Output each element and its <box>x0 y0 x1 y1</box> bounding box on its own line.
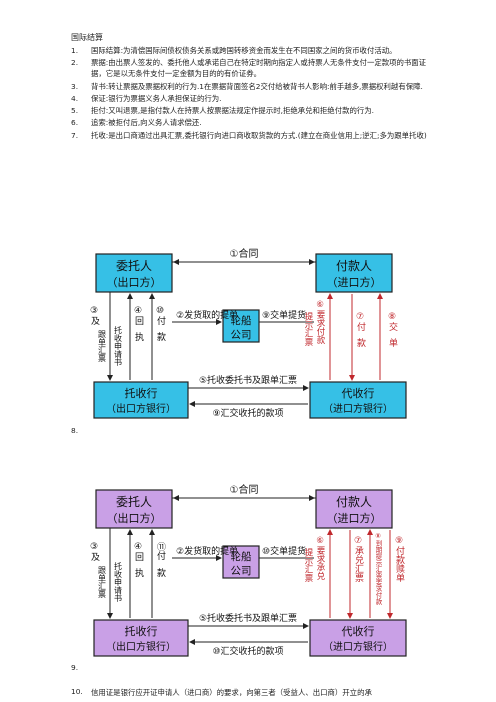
list-text: 拒付:又叫退票,是指付款人在持票人按票据法规定作提示时,拒绝承兑和拒绝付款的行为… <box>91 106 374 116</box>
remitting-bank-box <box>93 381 189 419</box>
list-item: 1. 国际结算:为清偿国际间债权债务关系或跨国转移资金而发生在不同国家之间的货币收… <box>71 45 431 56</box>
step3-label-2: 跟单汇票 <box>98 566 107 598</box>
ship-label: 轮船 <box>231 550 252 563</box>
bl-label: ②发货取的提单 <box>176 545 238 557</box>
step3-label: ③及 <box>90 542 100 562</box>
collecting-bank-label: 代收行 <box>342 624 375 638</box>
list-item-10: 10. 信用证是银行应开证申请人（进口商）的要求，向第三者（受益人、出口商）开立… <box>71 687 431 698</box>
definition-list: 1. 国际结算:为清偿国际间债权债务关系或跨国转移资金而发生在不同国家之间的货币收… <box>71 45 431 142</box>
list-item: 2. 票据:由出票人签发的、委托他人或承诺自己在特定时期向指定人或持票人无条件支付… <box>71 57 431 79</box>
list-number: 6. <box>71 118 79 128</box>
step9-label: ⑨汇交收托的款项 <box>212 407 283 419</box>
ship-sublabel: 公司 <box>231 565 252 577</box>
contract-label: ①合同 <box>230 483 259 496</box>
step3-label-3: 托收申请书 <box>114 325 123 367</box>
step10-label: ⑩付 <box>155 306 166 326</box>
step4-label: ④回 <box>133 542 144 562</box>
collecting-bank-box <box>309 619 407 657</box>
remitting-bank-sublabel: （出口方银行） <box>106 640 176 653</box>
step7-label-2: 款 <box>355 337 366 348</box>
payer-box <box>315 489 393 529</box>
principal-label: 委托人 <box>116 259 152 273</box>
payer-sublabel: （进口方） <box>327 511 382 525</box>
step10-label: ⑩汇交收托的款项 <box>212 645 283 657</box>
payer-sublabel: （进口方） <box>327 275 382 289</box>
list-item: 7. 托收:是出口商通过出具汇票,委托银行向进口商收取货款的方式.(建立在商业信用… <box>71 130 431 141</box>
step8-label-2: 单 <box>387 337 398 348</box>
ship-label: 轮船 <box>231 314 252 327</box>
step7-label: ⑦付 <box>355 312 366 332</box>
bl-label: ②发货取的提单 <box>176 309 238 321</box>
collecting-bank-label: 代收行 <box>342 386 375 400</box>
principal-box <box>95 253 173 293</box>
ship-sublabel: 公司 <box>231 329 252 341</box>
deliver-label: ⑨交单提货 <box>262 309 306 321</box>
remitting-bank-label: 托收行 <box>125 624 158 638</box>
collecting-bank-sublabel: （进口方银行） <box>323 640 393 653</box>
step8-label: ⑧交 <box>387 312 398 332</box>
remitting-bank-sublabel: （出口方银行） <box>106 402 176 415</box>
page-title: 国际结算 <box>71 33 103 42</box>
deliver-label: ⑩交单提货 <box>262 545 306 557</box>
step4-label: ④回 <box>133 306 144 326</box>
step3-label-3: 托收申请书 <box>114 561 123 603</box>
list-item: 4. 保证:银行为票据义务人承担保证的行为. <box>71 93 431 104</box>
list-text: 信用证是银行应开证申请人（进口商）的要求，向第三者（受益人、出口商）开立的承 <box>91 688 372 697</box>
collecting-bank-box <box>309 381 407 419</box>
step10-label-2: 款 <box>155 331 166 342</box>
step8-label: ⑧到期提示汇票要求付款 <box>374 532 382 606</box>
principal-label: 委托人 <box>116 495 152 509</box>
principal-sublabel: （出口方） <box>107 511 162 525</box>
ship-box <box>222 545 260 579</box>
collection-diagram-dp: 委托人 （出口方） 付款人 （进口方） 轮船 公司 托收行 （出口方银行） 代收… <box>90 240 420 422</box>
step6-label: ⑥要求承兑 <box>315 536 325 581</box>
remitting-bank-label: 托收行 <box>125 386 158 400</box>
step11-label-2: 款 <box>155 567 166 578</box>
list-number: 3. <box>71 81 79 91</box>
contract-label: ①合同 <box>230 247 259 260</box>
remitting-bank-box <box>93 619 189 657</box>
payer-box <box>315 253 393 293</box>
collecting-bank-sublabel: （进口方银行） <box>323 402 393 415</box>
list-item: 6. 追索:被拒付后,向义务人请求偿还. <box>71 117 431 128</box>
principal-box <box>95 489 173 529</box>
payer-label: 付款人 <box>336 259 372 273</box>
list-number: 7. <box>71 130 79 140</box>
list-number: 2. <box>71 58 79 68</box>
payer-label: 付款人 <box>336 495 372 509</box>
list-text: 追索:被拒付后,向义务人请求偿还. <box>91 118 202 128</box>
list-number-9: 9. <box>71 663 79 672</box>
step5-label: ⑤托收委托书及跟单汇票 <box>199 612 297 624</box>
step3-label: ③及 <box>90 306 100 326</box>
list-text: 背书:转让票据及票据权利的行为.1在票据背面签名2交付给被背书人影响:前手越多,… <box>91 81 423 91</box>
step6-label: ⑥要求付款 <box>315 300 325 345</box>
list-number: 1. <box>71 46 79 55</box>
ship-box <box>222 309 260 343</box>
list-text: 托收:是出口商通过出具汇票,委托银行向进口商收取货款的方式.(建立在商业信用上;… <box>91 130 427 140</box>
step6-label-2: 提示汇票 <box>303 547 313 582</box>
step3-label-2: 跟单汇票 <box>98 330 107 362</box>
list-number: 10. <box>71 687 83 696</box>
step9-label: ⑨付款赎单 <box>394 536 405 583</box>
list-number: 4. <box>71 93 79 103</box>
list-text: 保证:银行为票据义务人承担保证的行为. <box>91 93 222 103</box>
list-number-8: 8. <box>71 426 79 435</box>
step11-label: ⑪付 <box>155 542 166 561</box>
principal-sublabel: （出口方） <box>107 275 162 289</box>
list-number: 5. <box>71 106 79 116</box>
list-text: 票据:由出票人签发的、委托他人或承诺自己在特定时期向指定人或持票人无条件支付一定… <box>91 58 427 79</box>
step4-label-2: 执 <box>133 567 144 578</box>
step5-label: ⑤托收委托书及跟单汇票 <box>199 374 297 386</box>
step4-label-2: 执 <box>133 331 144 342</box>
list-text: 国际结算:为清偿国际间债权债务关系或跨国转移资金而发生在不同国家之间的货币收付活… <box>91 46 397 55</box>
list-item: 5. 拒付:又叫退票,是指付款人在持票人按票据法规定作提示时,拒绝承兑和拒绝付款的… <box>71 105 431 116</box>
step6-label-2: 提示汇票 <box>303 311 313 346</box>
step7-label: ⑦承兑汇票 <box>353 536 364 582</box>
collection-diagram-da: 委托人 （出口方） 付款人 （进口方） 轮船 公司 托收行 （出口方银行） 代收… <box>90 474 420 660</box>
list-item: 3. 背书:转让票据及票据权利的行为.1在票据背面签名2交付给被背书人影响:前手越… <box>71 81 431 92</box>
